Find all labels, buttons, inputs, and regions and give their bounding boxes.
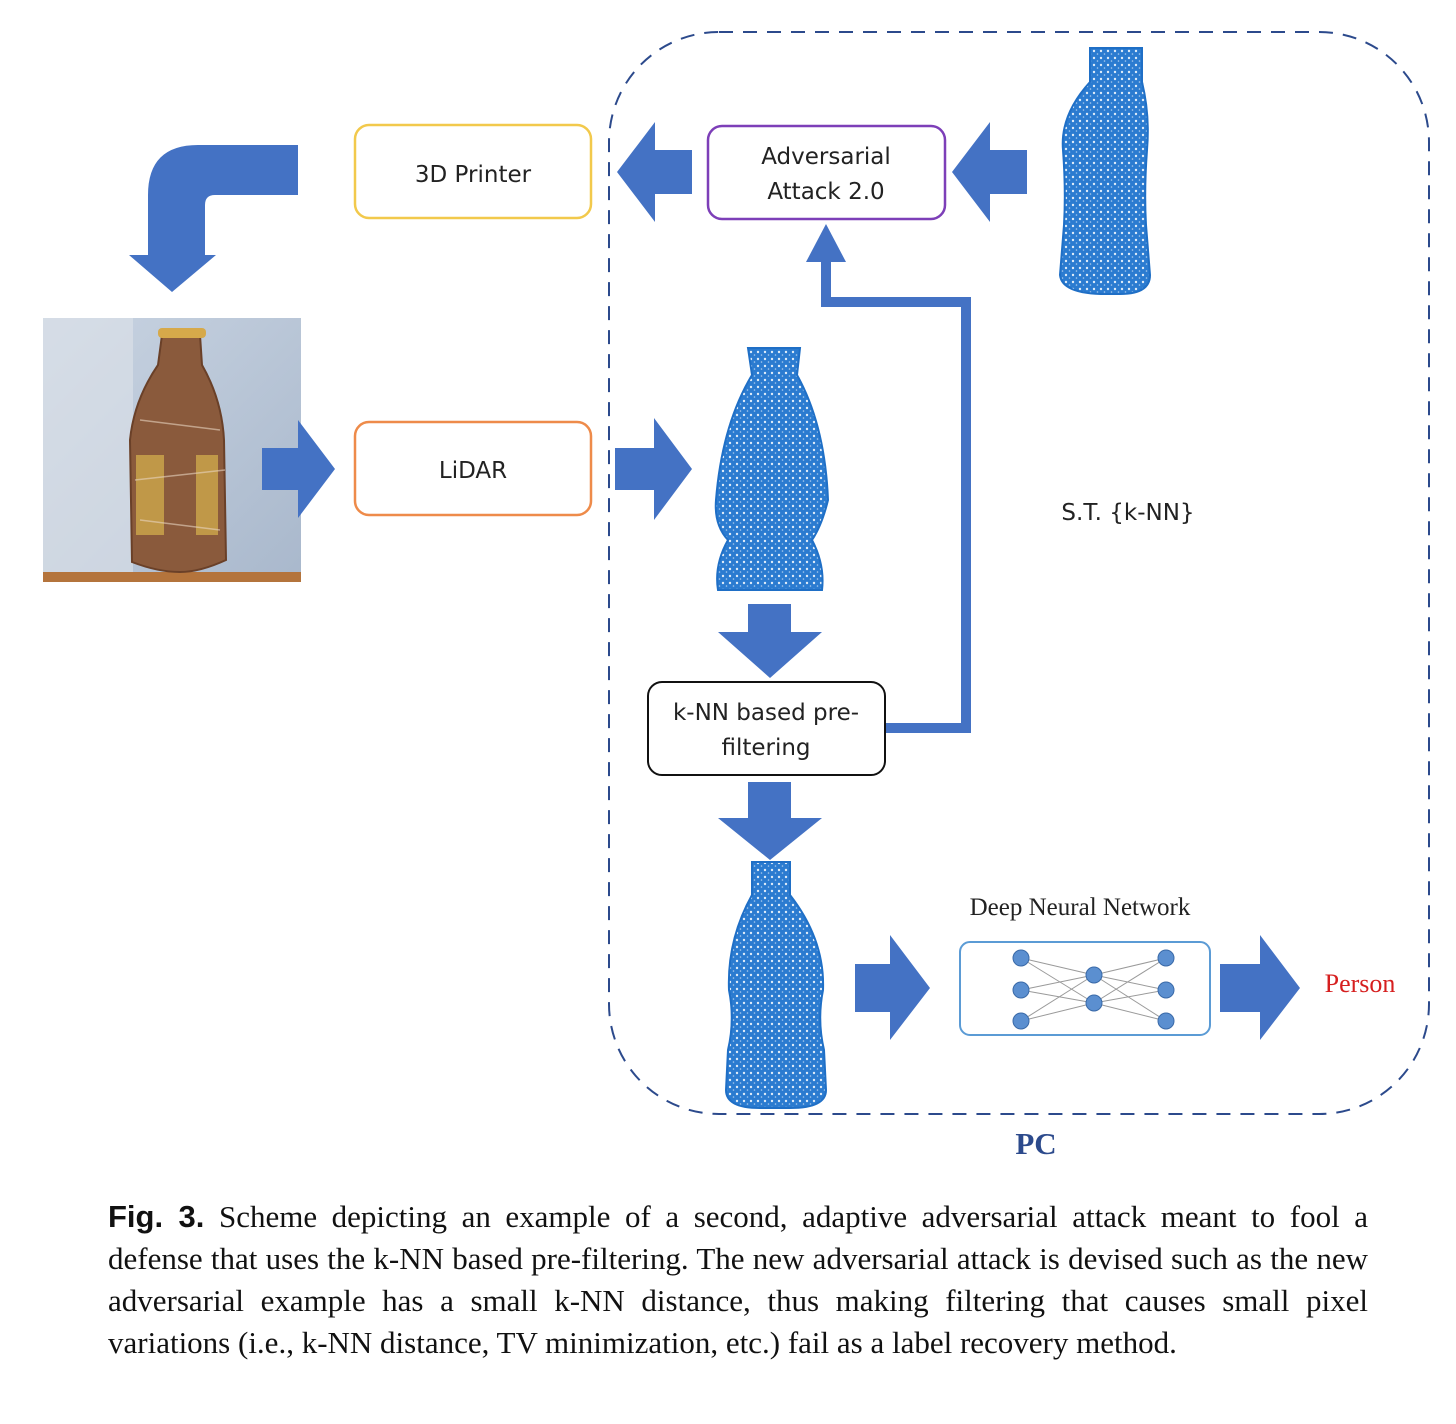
output-label-person: Person — [1325, 969, 1396, 998]
pc-region — [608, 31, 1430, 1115]
dnn-label: Deep Neural Network — [970, 894, 1191, 921]
arrow-dnn-to-output — [1220, 935, 1300, 1040]
arrow-cloud-to-knn — [718, 604, 822, 678]
attack-box — [706, 124, 947, 221]
feedback-path-knn-to-attack — [821, 258, 971, 733]
knn-box — [647, 681, 886, 776]
printer-box — [353, 123, 593, 220]
arrow-photo-to-lidar — [262, 420, 335, 518]
arrow-attack-to-printer — [617, 122, 692, 222]
attack-label-line2: Attack 2.0 — [767, 179, 884, 205]
printer-label: 3D Printer — [415, 162, 532, 188]
network-nodes — [1012, 949, 1175, 1030]
lidar-box — [353, 420, 593, 517]
diagram-canvas: PC 3D Printer Adversarial Attack 2.0 LiD… — [43, 31, 1430, 1161]
caption-text: Scheme depicting an example of a second,… — [108, 1199, 1369, 1360]
caption-fig-label: Fig. 3. — [108, 1199, 205, 1234]
arrow-knn-to-filtered — [718, 782, 822, 860]
knn-label-line2: filtering — [721, 735, 810, 761]
network-edges — [1020, 957, 1167, 1022]
st-label: S.T. {k-NN} — [1061, 500, 1194, 526]
figure-caption: Fig. 3. Scheme depicting an example of a… — [108, 1196, 1368, 1364]
arrow-lidar-to-cloud — [615, 418, 692, 520]
pc-label: PC — [1015, 1126, 1056, 1161]
arrow-input-to-attack — [952, 122, 1027, 222]
attack-label-line1: Adversarial — [761, 144, 891, 170]
knn-label-line1: k-NN based pre- — [673, 700, 859, 726]
pointcloud-bottle-scanned — [714, 347, 830, 591]
elbow-arrow-printer-to-photo — [129, 145, 298, 292]
arrow-filtered-to-dnn — [855, 935, 930, 1040]
lidar-label: LiDAR — [439, 458, 507, 484]
pointcloud-bottle-filtered — [724, 861, 828, 1109]
pointcloud-bottle-input — [1058, 47, 1152, 295]
feedback-arrowhead — [806, 224, 846, 262]
printed-bottle-photo — [43, 318, 301, 582]
